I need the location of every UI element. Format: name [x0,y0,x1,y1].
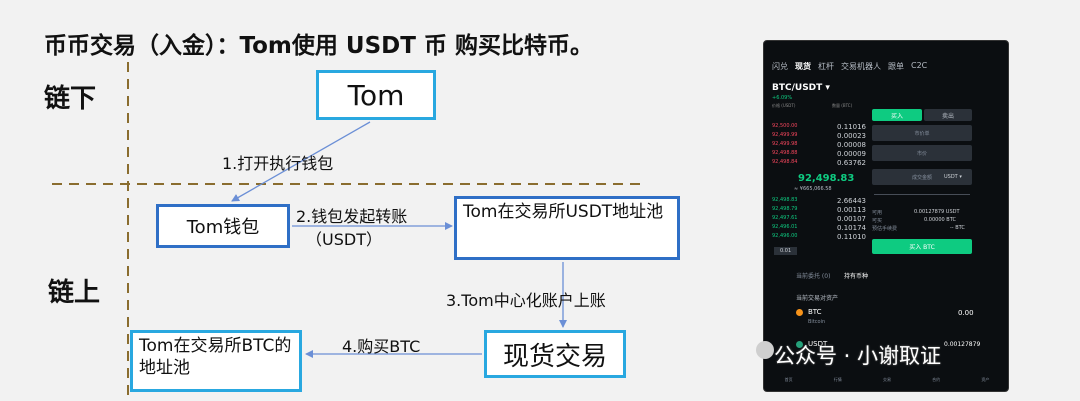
usdt-asset-name: USDT [808,340,828,348]
node-exchange-usdt-pool: Tom在交易所USDT地址池 [454,196,680,260]
step-2-sublabel: （USDT） [306,230,382,249]
amount-field[interactable]: 成交金额 [872,169,972,185]
trading-pair-selector[interactable]: BTC/USDT ▾ [772,83,830,93]
node-exchange-btc-pool: Tom在交易所BTC的地址池 [130,330,302,392]
nav-home[interactable]: 首页 [784,377,793,382]
btc-balance: 0.00 [958,309,974,317]
nav-trade[interactable]: 交易 [882,377,891,382]
zone-label-on-chain: 链上 [48,278,101,308]
step-4-label: 4.购买BTC [342,337,421,356]
buyable-value: 0.00000 BTC [924,217,956,223]
node-tom: Tom [316,70,436,120]
step-2-label: 2.钱包发起转账 [296,207,408,226]
available-label: 可用 [872,210,883,216]
step-1-label: 1.打开执行钱包 [222,154,334,173]
order-type-select[interactable]: 市价单 [872,125,972,141]
buyable-label: 可买 [872,218,883,224]
node-tom-wallet: Tom钱包 [156,204,290,248]
tab-copy-trading[interactable]: 跟单 [888,62,904,71]
buy-tab[interactable]: 买入 [872,109,922,121]
pair-assets-label: 当前交易对资产 [796,295,839,302]
tab-c2c[interactable]: C2C [911,61,928,70]
amount-slider[interactable] [874,194,970,195]
nav-assets[interactable]: 资产 [981,377,990,382]
orderbook-qty-header: 数量 (BTC) [832,103,853,108]
tab-margin[interactable]: 杠杆 [818,62,834,71]
usdt-balance: 0.00127879 [944,341,981,348]
nav-markets[interactable]: 行情 [833,377,842,382]
tab-spot[interactable]: 现货 [795,62,811,71]
fee-label: 预估手续费 [872,226,898,232]
page-title: 币币交易（入金）：Tom使用 USDT 币 购买比特币。 [44,33,593,59]
tab-trading-bot[interactable]: 交易机器人 [841,62,881,71]
last-price: 92,498.83 [798,173,855,184]
depth-selector[interactable]: 0.01 [774,247,798,255]
buy-btc-button[interactable]: 买入 BTC [872,239,972,254]
fee-value: -- BTC [950,225,965,231]
node-spot-trading: 现货交易 [484,330,626,378]
last-price-cny: ≈ ¥665,066.58 [794,186,832,192]
tab-flash-swap[interactable]: 闪兑 [772,62,788,71]
tab-open-orders[interactable]: 当前委托 (0) [796,273,831,280]
zone-label-off-chain: 链下 [44,84,97,114]
tab-holdings[interactable]: 持有币种 [844,273,869,280]
watermark: 公众号 · 小谢取证 [774,344,942,368]
bottom-nav: 首页 行情 交易 合约 资产 [764,377,1008,383]
btc-icon [796,309,803,316]
orderbook-price-header: 价格 (USDT) [772,103,796,108]
price-field[interactable]: 市价 [872,145,972,161]
price-change: +6.09% [772,95,793,101]
nav-futures[interactable]: 合约 [932,377,941,382]
wechat-icon [756,341,774,359]
btc-asset-name: BTC [808,308,822,316]
sell-tab[interactable]: 卖出 [924,109,972,121]
exchange-app-screenshot: 闪兑 现货 杠杆 交易机器人 跟单 C2C BTC/USDT ▾ +6.09% … [763,40,1009,392]
amount-unit[interactable]: USDT ▾ [944,174,962,180]
available-value: 0.00127879 USDT [914,209,960,215]
usdt-icon [796,341,803,348]
step-3-label: 3.Tom中心化账户上账 [446,291,606,310]
trade-mode-tabs: 闪兑 现货 杠杆 交易机器人 跟单 C2C [772,61,927,72]
btc-asset-subtitle: Bitcoin [808,319,826,325]
